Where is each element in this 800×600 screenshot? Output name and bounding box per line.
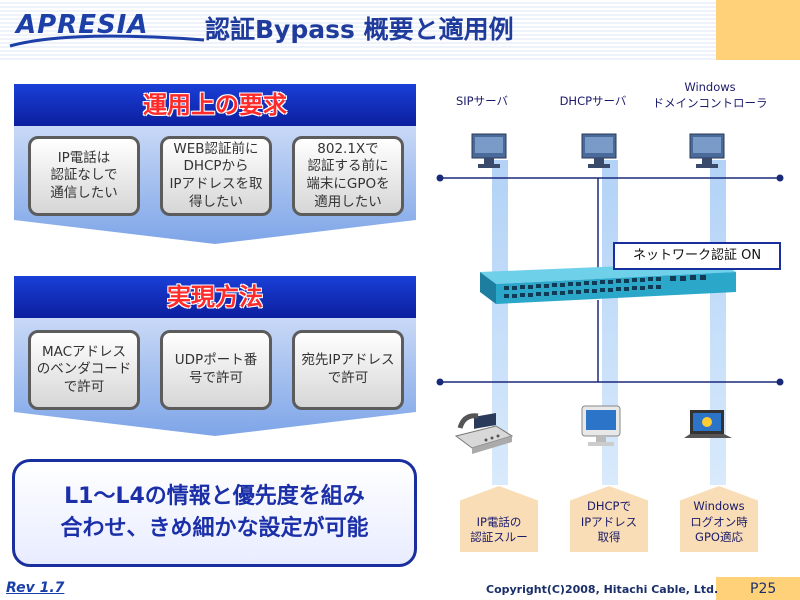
server-icon: [581, 133, 617, 168]
server-icon: [471, 133, 507, 168]
network-topology: [436, 133, 784, 454]
header-band: [0, 0, 800, 60]
traffic-beam: [492, 160, 508, 485]
requirements-banner: 運用上の要求: [14, 84, 416, 126]
method-card: MACアドレス のベンダコード で許可: [28, 330, 140, 410]
footer-band: [0, 577, 800, 600]
server-icon: [689, 133, 725, 168]
server-label-domain-controller: Windows ドメインコントローラ: [652, 80, 768, 110]
server-label-dhcp: DHCPサーバ: [559, 94, 627, 108]
summary-box: L1～L4の情報と優先度を組み 合わせ、きめ細かな設定が可能: [12, 459, 417, 567]
network-auth-callout: ネットワーク認証 ON: [613, 242, 781, 270]
methods-banner: 実現方法: [14, 276, 416, 318]
client-callout-ip-phone: IP電話の 認証スルー: [460, 486, 538, 552]
traffic-beam: [602, 160, 618, 485]
footer-accent: [716, 577, 800, 600]
client-callout-windows: Windows ログオン時 GPO適応: [680, 486, 758, 552]
requirement-card: IP電話は 認証なしで 通信したい: [28, 136, 140, 216]
method-card: UDPポート番 号で許可: [160, 330, 272, 410]
server-bus-line: [436, 174, 784, 182]
requirement-card: WEB認証前に DHCPから IPアドレスを取 得したい: [160, 136, 272, 216]
client-callout-dhcp: DHCPで IPアドレス 取得: [570, 486, 648, 552]
method-card: 宛先IPアドレス で許可: [292, 330, 404, 410]
copyright-notice: Copyright(C)2008, Hitachi Cable, Ltd.: [486, 583, 719, 596]
revision-label: Rev 1.7: [6, 580, 65, 596]
header-accent: [716, 0, 800, 60]
page-title: 認証Bypass 概要と適用例: [205, 15, 514, 44]
page-number: P25: [750, 581, 777, 597]
traffic-beam: [710, 160, 726, 485]
server-label-sip: SIPサーバ: [455, 94, 508, 108]
client-bus-line: [436, 378, 784, 386]
network-switch: [480, 262, 736, 304]
ip-phone-icon: [454, 412, 514, 454]
desktop-computer-icon: [581, 405, 621, 446]
logo-swoosh: [9, 34, 205, 48]
requirement-card: 802.1Xで 認証する前に 端末にGPOを 適用したい: [292, 136, 404, 216]
laptop-icon: [684, 410, 732, 438]
